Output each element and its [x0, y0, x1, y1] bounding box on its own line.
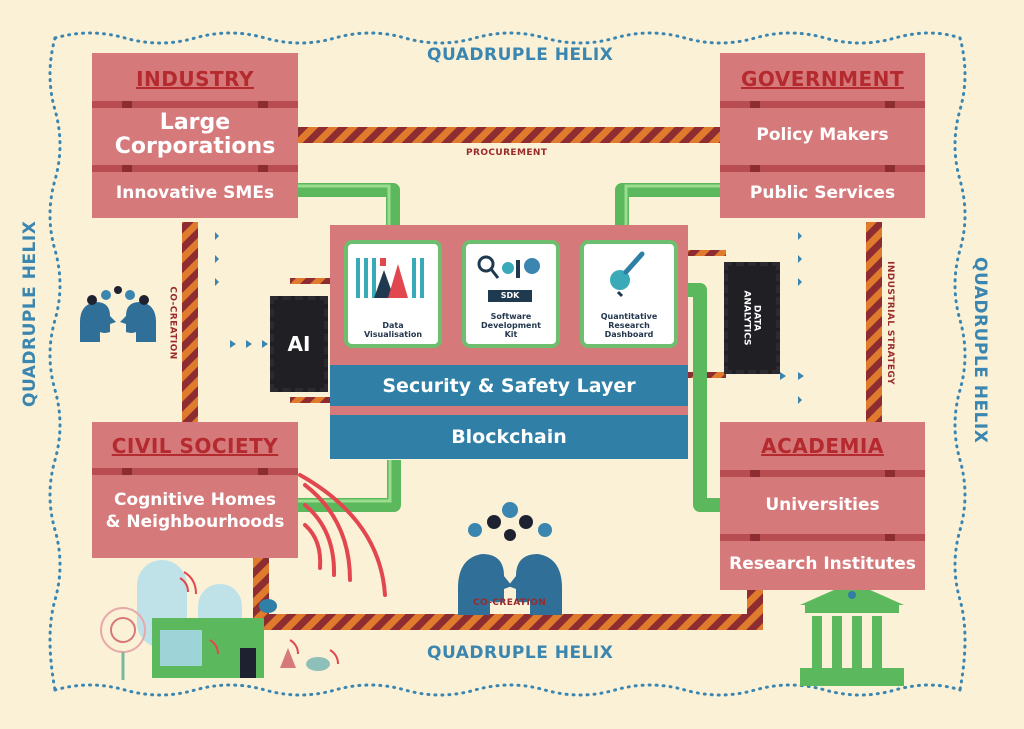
research-dashboard-card[interactable]: Quantitative Research Dashboard — [580, 240, 678, 348]
head-gears-icon-left — [80, 286, 156, 342]
bar-chart-icon — [356, 258, 424, 298]
ai-chip-icon: AI — [270, 296, 328, 392]
block-divider — [92, 101, 298, 108]
helix-border — [48, 31, 967, 697]
block-divider — [92, 165, 298, 172]
procurement-label: PROCUREMENT — [466, 148, 548, 158]
research-dashboard-label: Quantitative Research Dashboard — [600, 312, 658, 339]
block-divider — [92, 468, 298, 475]
data-analytics-label: DATA ANALYTICS — [742, 290, 762, 346]
industry-title: INDUSTRY — [136, 67, 254, 91]
green-pipes — [298, 183, 720, 512]
sdk-label: Software Development Kit — [481, 312, 541, 339]
civil-society-block: CIVIL SOCIETY Cognitive Homes & Neighbou… — [92, 422, 298, 558]
data-visualisation-card[interactable]: Data Visualisation — [344, 240, 442, 348]
platform-panel: Data Visualisation SDK Software Developm… — [330, 225, 688, 365]
civil-society-title: CIVIL SOCIETY — [111, 434, 279, 458]
wifi-signal-icon — [298, 473, 387, 597]
industry-large-corporations: Large Corporations — [114, 110, 276, 159]
data-analytics-chip-icon: DATA ANALYTICS — [724, 262, 780, 374]
civil-society-cognitive-homes: Cognitive Homes & Neighbourhoods — [105, 490, 285, 532]
helix-label-right: QUADRUPLE HELIX — [970, 257, 990, 444]
block-divider — [720, 165, 925, 172]
security-safety-layer: Security & Safety Layer — [330, 365, 688, 406]
arrow-trails — [215, 232, 804, 404]
small-wifi-icons — [179, 571, 339, 665]
university-building-icon — [800, 582, 904, 686]
block-divider — [720, 470, 925, 477]
industrial-strategy-label: INDUSTRIAL STRATEGY — [884, 261, 895, 385]
academia-title: ACADEMIA — [761, 434, 884, 458]
pipe-highlights — [298, 184, 720, 503]
blockchain-layer: Blockchain — [330, 415, 688, 459]
sdk-badge: SDK — [488, 290, 532, 302]
magnifier-icon — [610, 251, 645, 298]
academia-universities: Universities — [765, 495, 880, 515]
helix-label-top: QUADRUPLE HELIX — [427, 45, 614, 65]
smart-home-icon — [100, 560, 330, 680]
sdk-card[interactable]: SDK Software Development Kit — [462, 240, 560, 348]
co-creation-left-label: CO-CREATION — [167, 286, 178, 360]
block-divider — [720, 534, 925, 541]
layer-separator — [330, 406, 688, 415]
helix-label-bottom: QUADRUPLE HELIX — [427, 643, 614, 663]
data-visualisation-label: Data Visualisation — [363, 321, 423, 339]
helix-label-left: QUADRUPLE HELIX — [20, 220, 40, 407]
industry-block: INDUSTRY Large Corporations Innovative S… — [92, 53, 298, 218]
head-gears-icon-center — [458, 502, 562, 615]
academia-research-institutes: Research Institutes — [729, 554, 916, 574]
government-block: GOVERNMENT Policy Makers Public Services — [720, 53, 925, 218]
co-creation-bottom-label: CO-CREATION — [473, 598, 547, 608]
academia-block: ACADEMIA Universities Research Institute… — [720, 422, 925, 590]
industry-innovative-smes: Innovative SMEs — [115, 183, 275, 203]
government-policy-makers: Policy Makers — [756, 125, 889, 145]
government-public-services: Public Services — [749, 183, 896, 203]
government-title: GOVERNMENT — [740, 67, 905, 91]
sdk-tools-icon — [477, 255, 540, 279]
block-divider — [720, 101, 925, 108]
